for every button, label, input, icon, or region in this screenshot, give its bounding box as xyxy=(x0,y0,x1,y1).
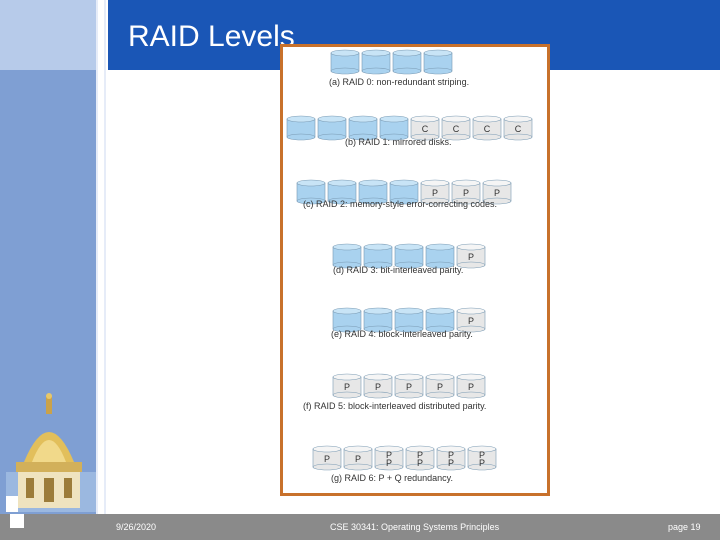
slide-title: RAID Levels xyxy=(128,20,295,53)
disk-label: P xyxy=(463,188,469,198)
raid-caption: (e) RAID 4: block-interleaved parity. xyxy=(331,329,473,339)
parity-disk-icon: P xyxy=(482,179,512,205)
parity-disk-icon: P xyxy=(425,373,455,399)
disk-icon xyxy=(425,307,455,333)
disk-label: P xyxy=(406,382,412,392)
disk-label: P xyxy=(448,458,454,468)
parity-disk-icon: P xyxy=(332,373,362,399)
vertical-rule xyxy=(96,0,98,540)
raid-caption: (g) RAID 6: P + Q redundancy. xyxy=(331,473,453,483)
parity-disk-icon: PP xyxy=(436,445,466,471)
parity-disk-icon: C xyxy=(441,115,471,141)
disk-label: P xyxy=(468,382,474,392)
disk-icon xyxy=(392,49,422,75)
disk-icon xyxy=(330,49,360,75)
parity-disk-icon: PP xyxy=(405,445,435,471)
disk-icon xyxy=(327,179,357,205)
disk-label: C xyxy=(453,124,460,134)
disk-icon xyxy=(361,49,391,75)
disk-icon xyxy=(394,307,424,333)
disk-label: P xyxy=(494,188,500,198)
parity-disk-icon: C xyxy=(410,115,440,141)
disk-label: P xyxy=(417,450,423,460)
disk-label: P xyxy=(344,382,350,392)
footer-date: 9/26/2020 xyxy=(116,522,157,532)
footer-course: CSE 30341: Operating Systems Principles xyxy=(330,522,500,532)
footer-band xyxy=(0,514,720,540)
disk-icon xyxy=(389,179,419,205)
vertical-rule xyxy=(104,0,106,540)
disk-icon xyxy=(332,243,362,269)
footer-page-number: page 19 xyxy=(668,522,701,532)
footer-square xyxy=(10,514,24,528)
parity-disk-icon: P xyxy=(456,307,486,333)
raid-caption: (b) RAID 1: mirrored disks. xyxy=(345,137,452,147)
disk-icon xyxy=(358,179,388,205)
disk-label: P xyxy=(386,450,392,460)
disk-label: P xyxy=(432,188,438,198)
raid-caption: (f) RAID 5: block-interleaved distribute… xyxy=(303,401,486,411)
disk-label: P xyxy=(324,454,330,464)
disk-icon xyxy=(348,115,378,141)
parity-disk-icon: P xyxy=(456,373,486,399)
disk-icon xyxy=(394,243,424,269)
disk-icon xyxy=(379,115,409,141)
disk-icon xyxy=(296,179,326,205)
disk-label: C xyxy=(422,124,429,134)
raid-caption: (a) RAID 0: non-redundant striping. xyxy=(329,77,469,87)
parity-disk-icon: P xyxy=(451,179,481,205)
left-sidebar-top-block xyxy=(0,0,96,70)
disk-icon xyxy=(286,115,316,141)
parity-disk-icon: P xyxy=(312,445,342,471)
disk-label: P xyxy=(448,450,454,460)
disk-label: P xyxy=(479,450,485,460)
disk-label: P xyxy=(386,458,392,468)
raid-caption: (d) RAID 3: bit-interleaved parity. xyxy=(333,265,463,275)
parity-disk-icon: P xyxy=(343,445,373,471)
disk-label: P xyxy=(375,382,381,392)
disk-label: C xyxy=(484,124,491,134)
parity-disk-icon: P xyxy=(420,179,450,205)
parity-disk-icon: C xyxy=(503,115,533,141)
disk-icon xyxy=(363,243,393,269)
golden-dome-icon xyxy=(6,393,96,512)
disk-label: C xyxy=(515,124,522,134)
disk-label: P xyxy=(355,454,361,464)
parity-disk-icon: C xyxy=(472,115,502,141)
raid-caption: (c) RAID 2: memory-style error-correctin… xyxy=(303,199,497,209)
disk-icon xyxy=(332,307,362,333)
disk-label: P xyxy=(468,316,474,326)
disk-icon xyxy=(425,243,455,269)
parity-disk-icon: PP xyxy=(374,445,404,471)
parity-disk-icon: P xyxy=(456,243,486,269)
disk-label: P xyxy=(468,252,474,262)
disk-icon xyxy=(317,115,347,141)
disk-label: P xyxy=(479,458,485,468)
disk-label: P xyxy=(437,382,443,392)
disk-icon xyxy=(363,307,393,333)
disk-label: P xyxy=(417,458,423,468)
disk-icon xyxy=(423,49,453,75)
parity-disk-icon: P xyxy=(363,373,393,399)
parity-disk-icon: PP xyxy=(467,445,497,471)
parity-disk-icon: P xyxy=(394,373,424,399)
